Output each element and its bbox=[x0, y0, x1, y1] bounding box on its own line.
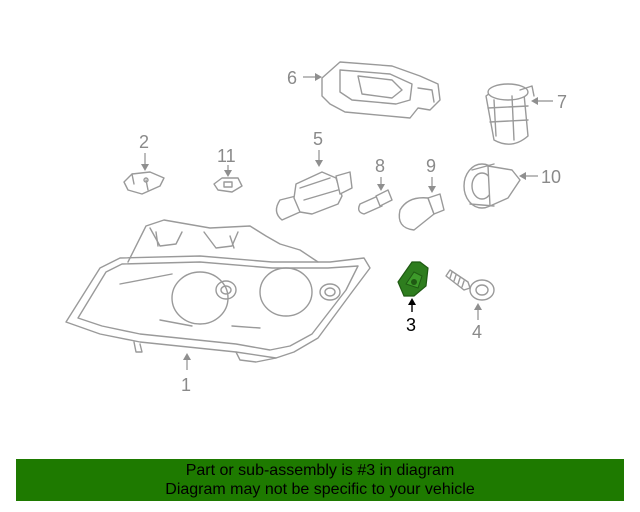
callout-4: 4 bbox=[472, 303, 482, 342]
svg-text:2: 2 bbox=[139, 132, 149, 152]
part-10-socket bbox=[463, 163, 521, 209]
callout-1: 1 bbox=[181, 353, 191, 395]
svg-text:4: 4 bbox=[472, 322, 482, 342]
callout-11: 11 bbox=[217, 146, 236, 177]
svg-text:11: 11 bbox=[217, 146, 236, 166]
svg-text:9: 9 bbox=[426, 156, 436, 176]
svg-text:3: 3 bbox=[406, 315, 416, 335]
callout-8: 8 bbox=[375, 156, 385, 191]
svg-text:6: 6 bbox=[287, 68, 297, 88]
banner-line-part-number: Part or sub-assembly is #3 in diagram bbox=[185, 462, 455, 479]
part-4-screw bbox=[445, 269, 495, 301]
part-8-wedge-bulb bbox=[357, 189, 393, 215]
part-5-headlamp-bulb bbox=[275, 171, 353, 221]
part-9-signal-bulb bbox=[398, 193, 445, 231]
part-6-dust-cover bbox=[321, 61, 441, 119]
callout-7: 7 bbox=[531, 92, 567, 112]
callout-5: 5 bbox=[313, 129, 323, 167]
banner-line-disclaimer: Diagram may not be specific to your vehi… bbox=[165, 481, 475, 498]
part-1-headlamp-assembly bbox=[65, 219, 371, 363]
part-2-bracket bbox=[123, 171, 165, 195]
svg-text:7: 7 bbox=[557, 92, 567, 112]
svg-text:5: 5 bbox=[313, 129, 323, 149]
part-11-clip bbox=[213, 177, 243, 193]
callout-3: 3 bbox=[406, 298, 416, 335]
callout-6: 6 bbox=[287, 68, 322, 88]
diagram-notice-banner: Part or sub-assembly is #3 in diagram Di… bbox=[16, 459, 624, 501]
callout-9: 9 bbox=[426, 156, 436, 193]
part-3-clip-highlighted bbox=[397, 261, 429, 297]
svg-text:1: 1 bbox=[181, 375, 191, 395]
part-7-bulb-socket bbox=[485, 83, 535, 145]
callout-10: 10 bbox=[519, 167, 561, 187]
svg-text:10: 10 bbox=[541, 167, 561, 187]
svg-text:8: 8 bbox=[375, 156, 385, 176]
callout-2: 2 bbox=[139, 132, 149, 171]
